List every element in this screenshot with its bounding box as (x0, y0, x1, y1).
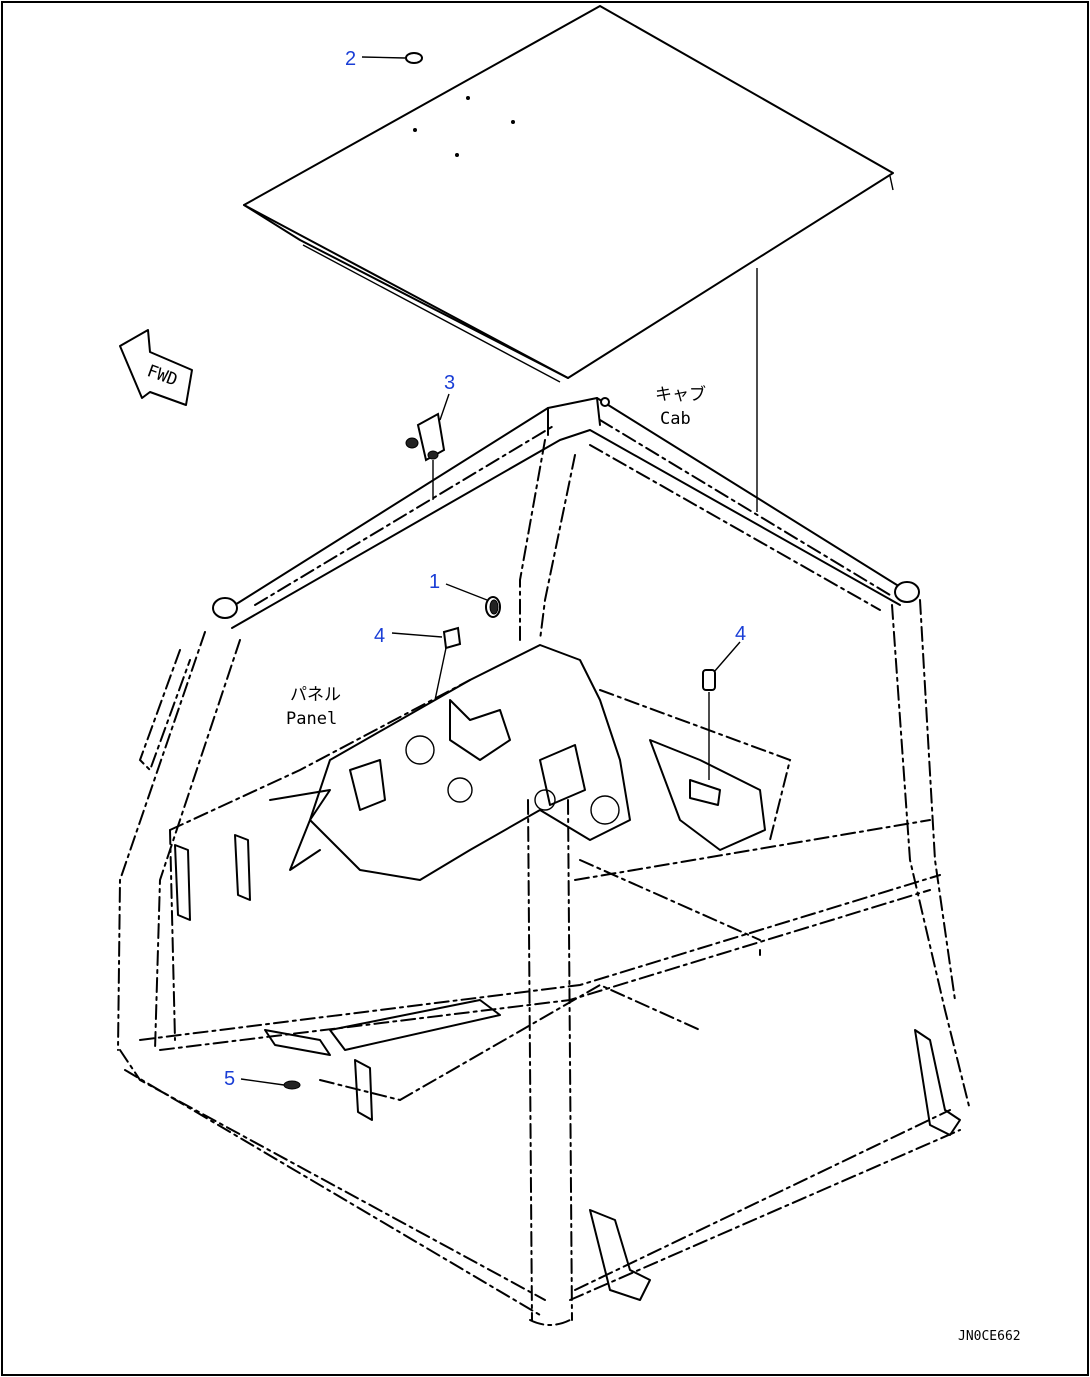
part-2-cap[interactable] (405, 52, 423, 64)
part-4-cover-right[interactable] (702, 669, 716, 780)
cab-label-en: Cab (660, 409, 691, 429)
panel-label-jp: パネル (290, 685, 341, 705)
cab-label-jp: キャブ (655, 384, 706, 405)
callout-2: 2 (345, 48, 356, 70)
part-4-cover-left[interactable] (434, 626, 462, 701)
part-5-clamp[interactable] (283, 1080, 301, 1090)
cab-top-frame (212, 397, 920, 629)
fwd-label: FWD (144, 361, 180, 390)
dashboard-panel (169, 644, 792, 881)
cab-pillars (117, 439, 971, 1326)
callout-3: 3 (444, 372, 455, 394)
fwd-arrow: FWD (119, 329, 193, 406)
drawing-code: JN0CE662 (958, 1329, 1021, 1344)
part-3-clip[interactable] (405, 412, 446, 500)
callout-leaders (240, 56, 741, 1086)
part-1-knob[interactable] (485, 596, 501, 618)
mount-details (174, 779, 961, 1301)
callout-4-right: 4 (735, 623, 746, 645)
roof-panel (243, 5, 894, 383)
callout-4-left: 4 (374, 625, 385, 647)
cab-floor-frame (119, 819, 961, 1316)
panel-label-en: Panel (286, 709, 337, 729)
callout-5: 5 (224, 1068, 235, 1090)
callout-1: 1 (429, 571, 440, 593)
